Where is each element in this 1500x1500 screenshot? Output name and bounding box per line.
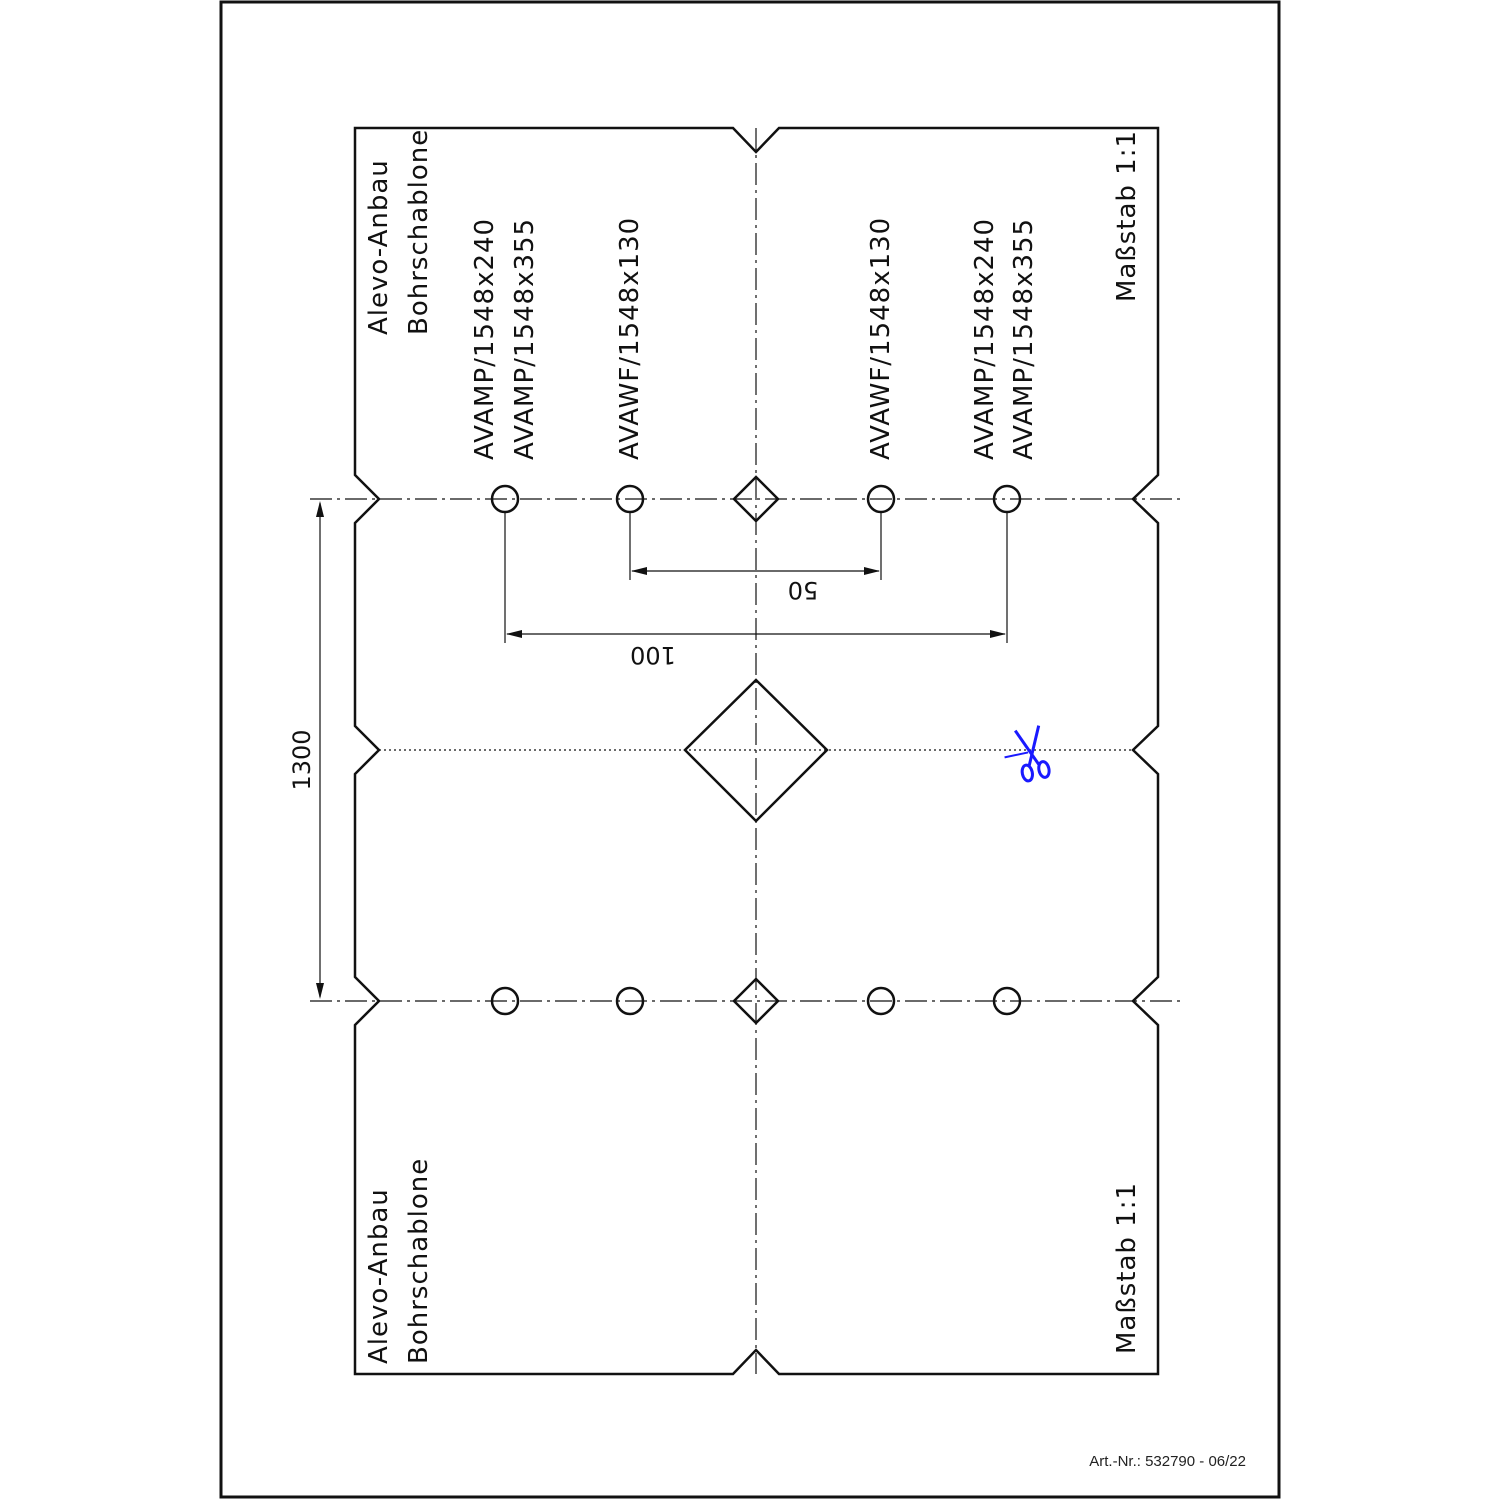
scale-top: Maßstab 1:1 <box>1112 130 1142 302</box>
model-left-inner: AVAWF/1548x130 <box>615 217 645 460</box>
page-frame <box>219 0 1281 1499</box>
title-top-line1: Alevo-Anbau <box>364 159 394 335</box>
model-left-outer-1: AVAMP/1548x240 <box>470 218 500 460</box>
dimension-50-label: 50 <box>788 576 819 604</box>
dimension-vertical <box>316 501 324 999</box>
title-top-line2: Bohrschablone <box>404 129 434 335</box>
dimension-100-label: 100 <box>630 641 676 669</box>
center-mark-bottom <box>732 977 780 1025</box>
hole-bottom-inner-left <box>615 986 645 1016</box>
hole-bottom-inner-right <box>866 986 896 1016</box>
template-outline <box>353 126 1160 1376</box>
model-right-inner: AVAWF/1548x130 <box>866 217 896 460</box>
dimension-outer <box>504 512 1008 643</box>
model-left-outer-2: AVAMP/1548x355 <box>510 218 540 460</box>
scale-bottom: Maßstab 1:1 <box>1112 1182 1142 1354</box>
model-right-outer-1: AVAMP/1548x240 <box>970 218 1000 460</box>
dimension-1300-label: 1300 <box>288 729 316 790</box>
model-right-outer-2: AVAMP/1548x355 <box>1009 218 1039 460</box>
title-bottom-line1: Alevo-Anbau <box>364 1188 394 1364</box>
scissors-icon <box>1004 725 1051 783</box>
hole-bottom-outer-left <box>490 986 520 1016</box>
center-mark-top <box>732 475 780 523</box>
title-bottom-line2: Bohrschablone <box>404 1158 434 1364</box>
hole-bottom-outer-right <box>992 986 1022 1016</box>
center-diamond <box>683 678 829 823</box>
article-number: Art.-Nr.: 532790 - 06/22 <box>1089 1453 1246 1470</box>
dimension-inner <box>629 512 882 580</box>
